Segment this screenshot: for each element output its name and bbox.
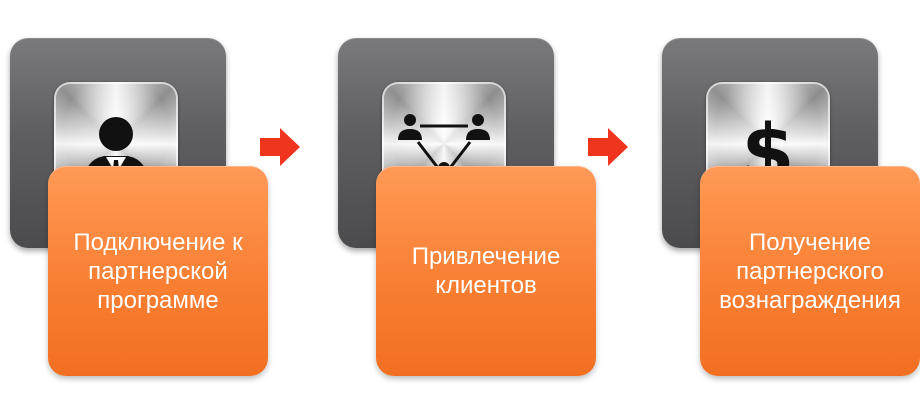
- step-2-label-card: Привлечение клиентов: [376, 166, 596, 376]
- step-3: $ Получение партнерского вознаграждения: [662, 0, 920, 416]
- step-1-label: Подключение к партнерской программе: [73, 228, 243, 314]
- arrow-right-icon: [258, 126, 302, 168]
- step-1-label-card: Подключение к партнерской программе: [48, 166, 268, 376]
- step-2-label: Привлечение клиентов: [411, 243, 561, 299]
- step-2: Привлечение клиентов: [338, 0, 598, 416]
- step-3-label-card: Получение партнерского вознаграждения: [700, 166, 920, 376]
- arrow-right-icon: [586, 126, 630, 168]
- step-1: Подключение к партнерской программе: [10, 0, 270, 416]
- step-3-label: Получение партнерского вознаграждения: [719, 228, 901, 314]
